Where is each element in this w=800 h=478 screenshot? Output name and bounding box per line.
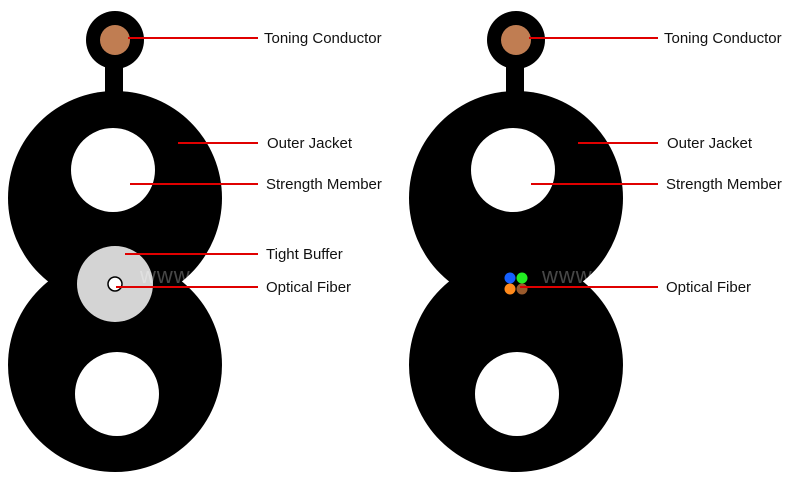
right-toning-conductor-core [501,25,531,55]
right-fiber-orange [504,283,516,295]
right-fiber-blue [504,272,516,284]
right-fiber-green [516,272,528,284]
left-toning-conductor-core [100,25,130,55]
left-optical-fiber [107,276,123,292]
right-strength-member-top [471,128,555,212]
left-cable [8,11,222,472]
right-leaders [520,37,658,288]
left-strength-member-top [71,128,155,212]
right-cable [409,11,623,472]
watermark-right: www.veivot.com [541,263,714,288]
left-label-strength-member: Strength Member [266,176,382,193]
left-label-optical-fiber: Optical Fiber [266,279,351,296]
left-label-toning-conductor: Toning Conductor [264,30,382,47]
right-fiber-brown [516,283,528,295]
right-strength-member-bottom [475,352,559,436]
left-strength-member-bottom [75,352,159,436]
right-label-strength-member: Strength Member [666,176,782,193]
left-label-outer-jacket: Outer Jacket [267,135,353,152]
left-label-tight-buffer: Tight Buffer [266,246,343,263]
watermark-left: www.veivot.com [139,263,312,288]
left-leaders [116,37,258,288]
right-label-optical-fiber: Optical Fiber [666,279,751,296]
right-label-toning-conductor: Toning Conductor [664,30,782,47]
right-label-outer-jacket: Outer Jacket [667,135,753,152]
